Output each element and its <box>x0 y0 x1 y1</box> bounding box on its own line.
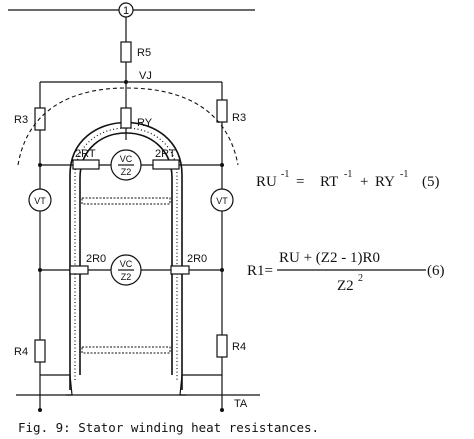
eq5-lhs: RU <box>256 174 277 190</box>
r5-label: R5 <box>137 47 151 59</box>
equation-6: R1= RU + (Z2 - 1)R0 Z2 2 (6) <box>247 250 445 294</box>
eq5-plus: + <box>360 174 368 190</box>
upper-right-node <box>220 163 224 167</box>
lower-left-node <box>38 268 42 272</box>
figure-caption: Fig. 9: Stator winding heat resistances. <box>18 420 319 435</box>
eq5-number: (5) <box>422 174 440 190</box>
rt-left-resistor <box>72 159 100 170</box>
r4-left-resistor <box>34 339 46 363</box>
r0-right-resistor <box>170 265 190 275</box>
r0-left-label: 2R0 <box>86 253 106 265</box>
r4-left-label: R4 <box>14 346 28 358</box>
bottom-left-terminal <box>38 408 42 412</box>
coil-hatch-bar-1 <box>81 197 171 205</box>
slot-bottom-right <box>179 374 222 396</box>
equation-5: RU -1 = RT -1 + RY -1 (5) <box>256 169 440 190</box>
ta-label: TA <box>234 398 248 410</box>
upper-left-node <box>38 163 42 167</box>
rt-right-label: 2RT <box>155 148 176 160</box>
eq5-term2-exp: -1 <box>400 169 408 180</box>
eq5-lhs-exp: -1 <box>281 169 289 180</box>
coil-hatch-bar-2 <box>81 346 171 354</box>
vc-bottom-denominator: Z2 <box>121 272 132 282</box>
vt-left-source <box>28 188 52 212</box>
eq6-denominator: Z2 <box>337 278 354 294</box>
vt-left-label: VT <box>34 196 46 206</box>
vj-label: VJ <box>139 70 152 82</box>
eq6-lhs: R1= <box>247 263 273 279</box>
source-node-label: 1 <box>123 5 129 17</box>
eq6-numerator: RU + (Z2 - 1)R0 <box>279 250 380 266</box>
r0-left-resistor <box>69 265 89 275</box>
rt-left-label: 2RT <box>75 148 96 160</box>
vt-right-source <box>210 188 234 212</box>
r0-right-label: 2R0 <box>187 253 207 265</box>
r4-right-resistor <box>216 334 228 358</box>
rt-right-resistor <box>152 159 180 170</box>
ry-resistor <box>120 107 132 129</box>
eq5-equals: = <box>296 174 304 190</box>
vt-right-label: VT <box>216 196 228 206</box>
r4-right-label: R4 <box>232 341 246 353</box>
dashed-arc <box>17 87 239 166</box>
lower-right-node <box>220 268 224 272</box>
r3-right-resistor <box>216 99 228 123</box>
vc-top-denominator: Z2 <box>121 167 132 177</box>
eq5-term2: RY <box>375 174 395 190</box>
bottom-right-terminal <box>220 408 224 412</box>
r3-right-label: R3 <box>232 112 246 124</box>
eq6-number: (6) <box>427 263 445 279</box>
eq6-den-exp: 2 <box>358 273 363 284</box>
eq5-term1-exp: -1 <box>344 169 352 180</box>
vc-bottom-numerator: VC <box>120 259 133 269</box>
r5-resistor <box>120 41 132 63</box>
eq5-term1: RT <box>320 174 338 190</box>
vc-top-numerator: VC <box>120 154 133 164</box>
ry-label: RY <box>137 117 153 129</box>
r3-left-label: R3 <box>14 114 28 126</box>
slot-bottom-left <box>40 374 73 396</box>
